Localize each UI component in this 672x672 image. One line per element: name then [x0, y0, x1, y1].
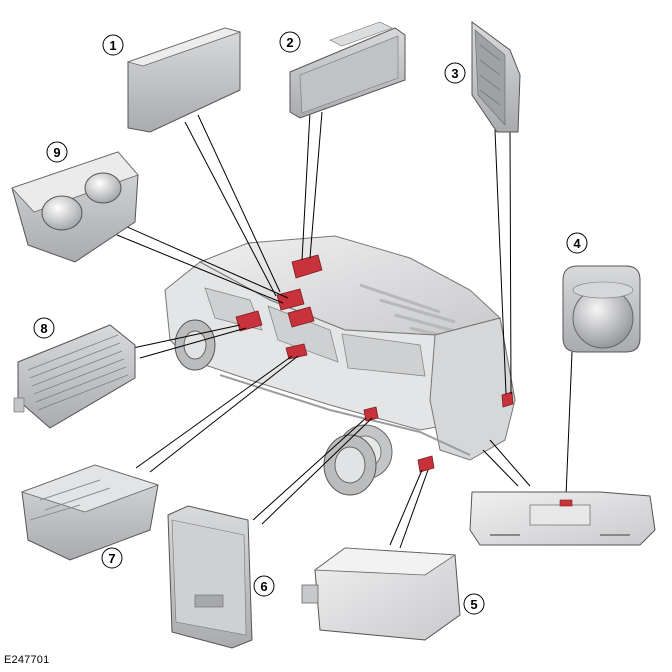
callout-1: 1: [102, 34, 124, 56]
callout-8-label: 8: [40, 321, 47, 336]
callout-7-label: 7: [108, 551, 115, 566]
callout-4: 4: [566, 232, 588, 254]
callout-7: 7: [101, 547, 123, 569]
highlight-dash-module-b: [287, 306, 315, 328]
callout-2-label: 2: [286, 35, 293, 50]
callout-6-label: 6: [260, 579, 267, 594]
component-6-control-module: [167, 505, 253, 649]
vehicle: [164, 235, 516, 496]
callout-3-label: 3: [451, 66, 458, 81]
component-4-camera: [562, 265, 641, 353]
callout-9: 9: [46, 141, 68, 163]
component-5-control-module: [301, 547, 461, 641]
callout-4-label: 4: [573, 236, 581, 251]
callout-2: 2: [279, 31, 301, 53]
callout-5: 5: [463, 593, 485, 615]
component-8-finned-module: [13, 324, 136, 429]
figure-reference-code: E247701: [4, 654, 50, 666]
highlight-dash-module-a: [276, 288, 305, 311]
callout-1-label: 1: [109, 38, 116, 53]
leader-lines: [116, 111, 573, 549]
callout-5-label: 5: [470, 597, 477, 612]
highlight-roof-module: [291, 254, 323, 279]
component-2-instrument-cluster: [289, 21, 406, 119]
highlight-rear-bumper-module: [417, 455, 435, 473]
module-highlights: [235, 254, 514, 473]
highlight-footwell-module: [235, 310, 263, 332]
component-1-display-panel: [126, 27, 242, 133]
rear-bumper-detail: [469, 491, 656, 546]
highlight-seat-module: [285, 343, 308, 360]
component-7-amplifier: [20, 464, 160, 561]
callout-8: 8: [33, 317, 55, 339]
component-9-climate-control-panel: [11, 151, 139, 263]
highlight-rear-pillar-module: [501, 391, 514, 408]
callout-9-label: 9: [53, 145, 60, 160]
callout-3: 3: [444, 62, 466, 84]
callout-6: 6: [253, 575, 275, 597]
component-3-control-module: [471, 21, 521, 133]
highlight-rear-quarter-module: [363, 406, 379, 422]
vehicle-rear: [429, 317, 516, 461]
